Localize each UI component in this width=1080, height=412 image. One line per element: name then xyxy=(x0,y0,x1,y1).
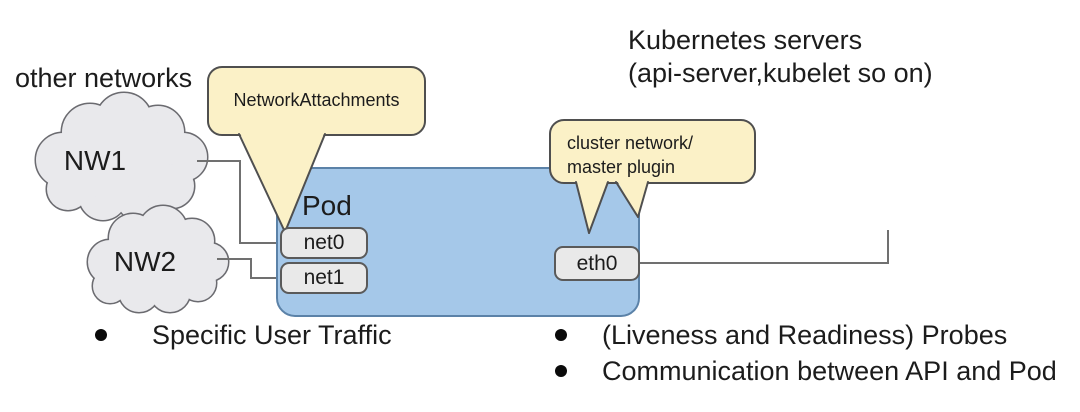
kubernetes-servers-title: Kubernetes servers (api-server,kubelet s… xyxy=(628,24,933,90)
interface-net1-label: net1 xyxy=(303,266,345,289)
bullet-specific-user-traffic: Specific User Traffic xyxy=(95,319,392,350)
interface-net0-box xyxy=(280,227,368,259)
pod-label: Pod xyxy=(302,190,352,221)
cloud-nw1-label: NW1 xyxy=(63,145,127,176)
cloud-nw1-icon xyxy=(34,91,209,223)
callout-cluster-network-line2: master plugin xyxy=(567,157,676,177)
callout-cluster-network-bubble xyxy=(549,119,756,234)
callout-network-attachments-bubble xyxy=(207,66,426,233)
interface-net1-box xyxy=(280,262,368,294)
bullet-label: (Liveness and Readiness) Probes xyxy=(602,319,1008,350)
kubernetes-servers-line1: Kubernetes servers xyxy=(628,25,863,55)
interface-eth0-box xyxy=(554,246,640,281)
bullet-probes: (Liveness and Readiness) Probes xyxy=(555,319,1008,350)
callout-network-attachments-text: NetworkAttachments xyxy=(233,89,400,110)
callout-cluster-network-text: cluster network/ master plugin xyxy=(550,120,755,183)
callout-cluster-network-line1: cluster network/ xyxy=(567,133,694,153)
bullet-dot-icon xyxy=(95,329,107,341)
interface-eth0-label: eth0 xyxy=(576,251,618,275)
bullet-label: Communication between API and Pod xyxy=(602,355,1057,386)
other-networks-title: other networks xyxy=(15,63,193,93)
interface-net0-label: net0 xyxy=(303,231,345,254)
cloud-nw2-icon xyxy=(86,204,230,314)
bullet-label: Specific User Traffic xyxy=(152,319,392,350)
cloud-nw2-label: NW2 xyxy=(113,246,177,277)
connector-nw2-net1 xyxy=(217,258,283,279)
connector-eth0-servers xyxy=(639,230,889,264)
bullet-dot-icon xyxy=(555,329,567,341)
kubernetes-servers-line2: (api-server,kubelet so on) xyxy=(628,58,933,88)
connector-nw1-net0 xyxy=(197,160,283,244)
bullet-dot-icon xyxy=(555,365,567,377)
bullet-communication: Communication between API and Pod xyxy=(555,355,1057,386)
